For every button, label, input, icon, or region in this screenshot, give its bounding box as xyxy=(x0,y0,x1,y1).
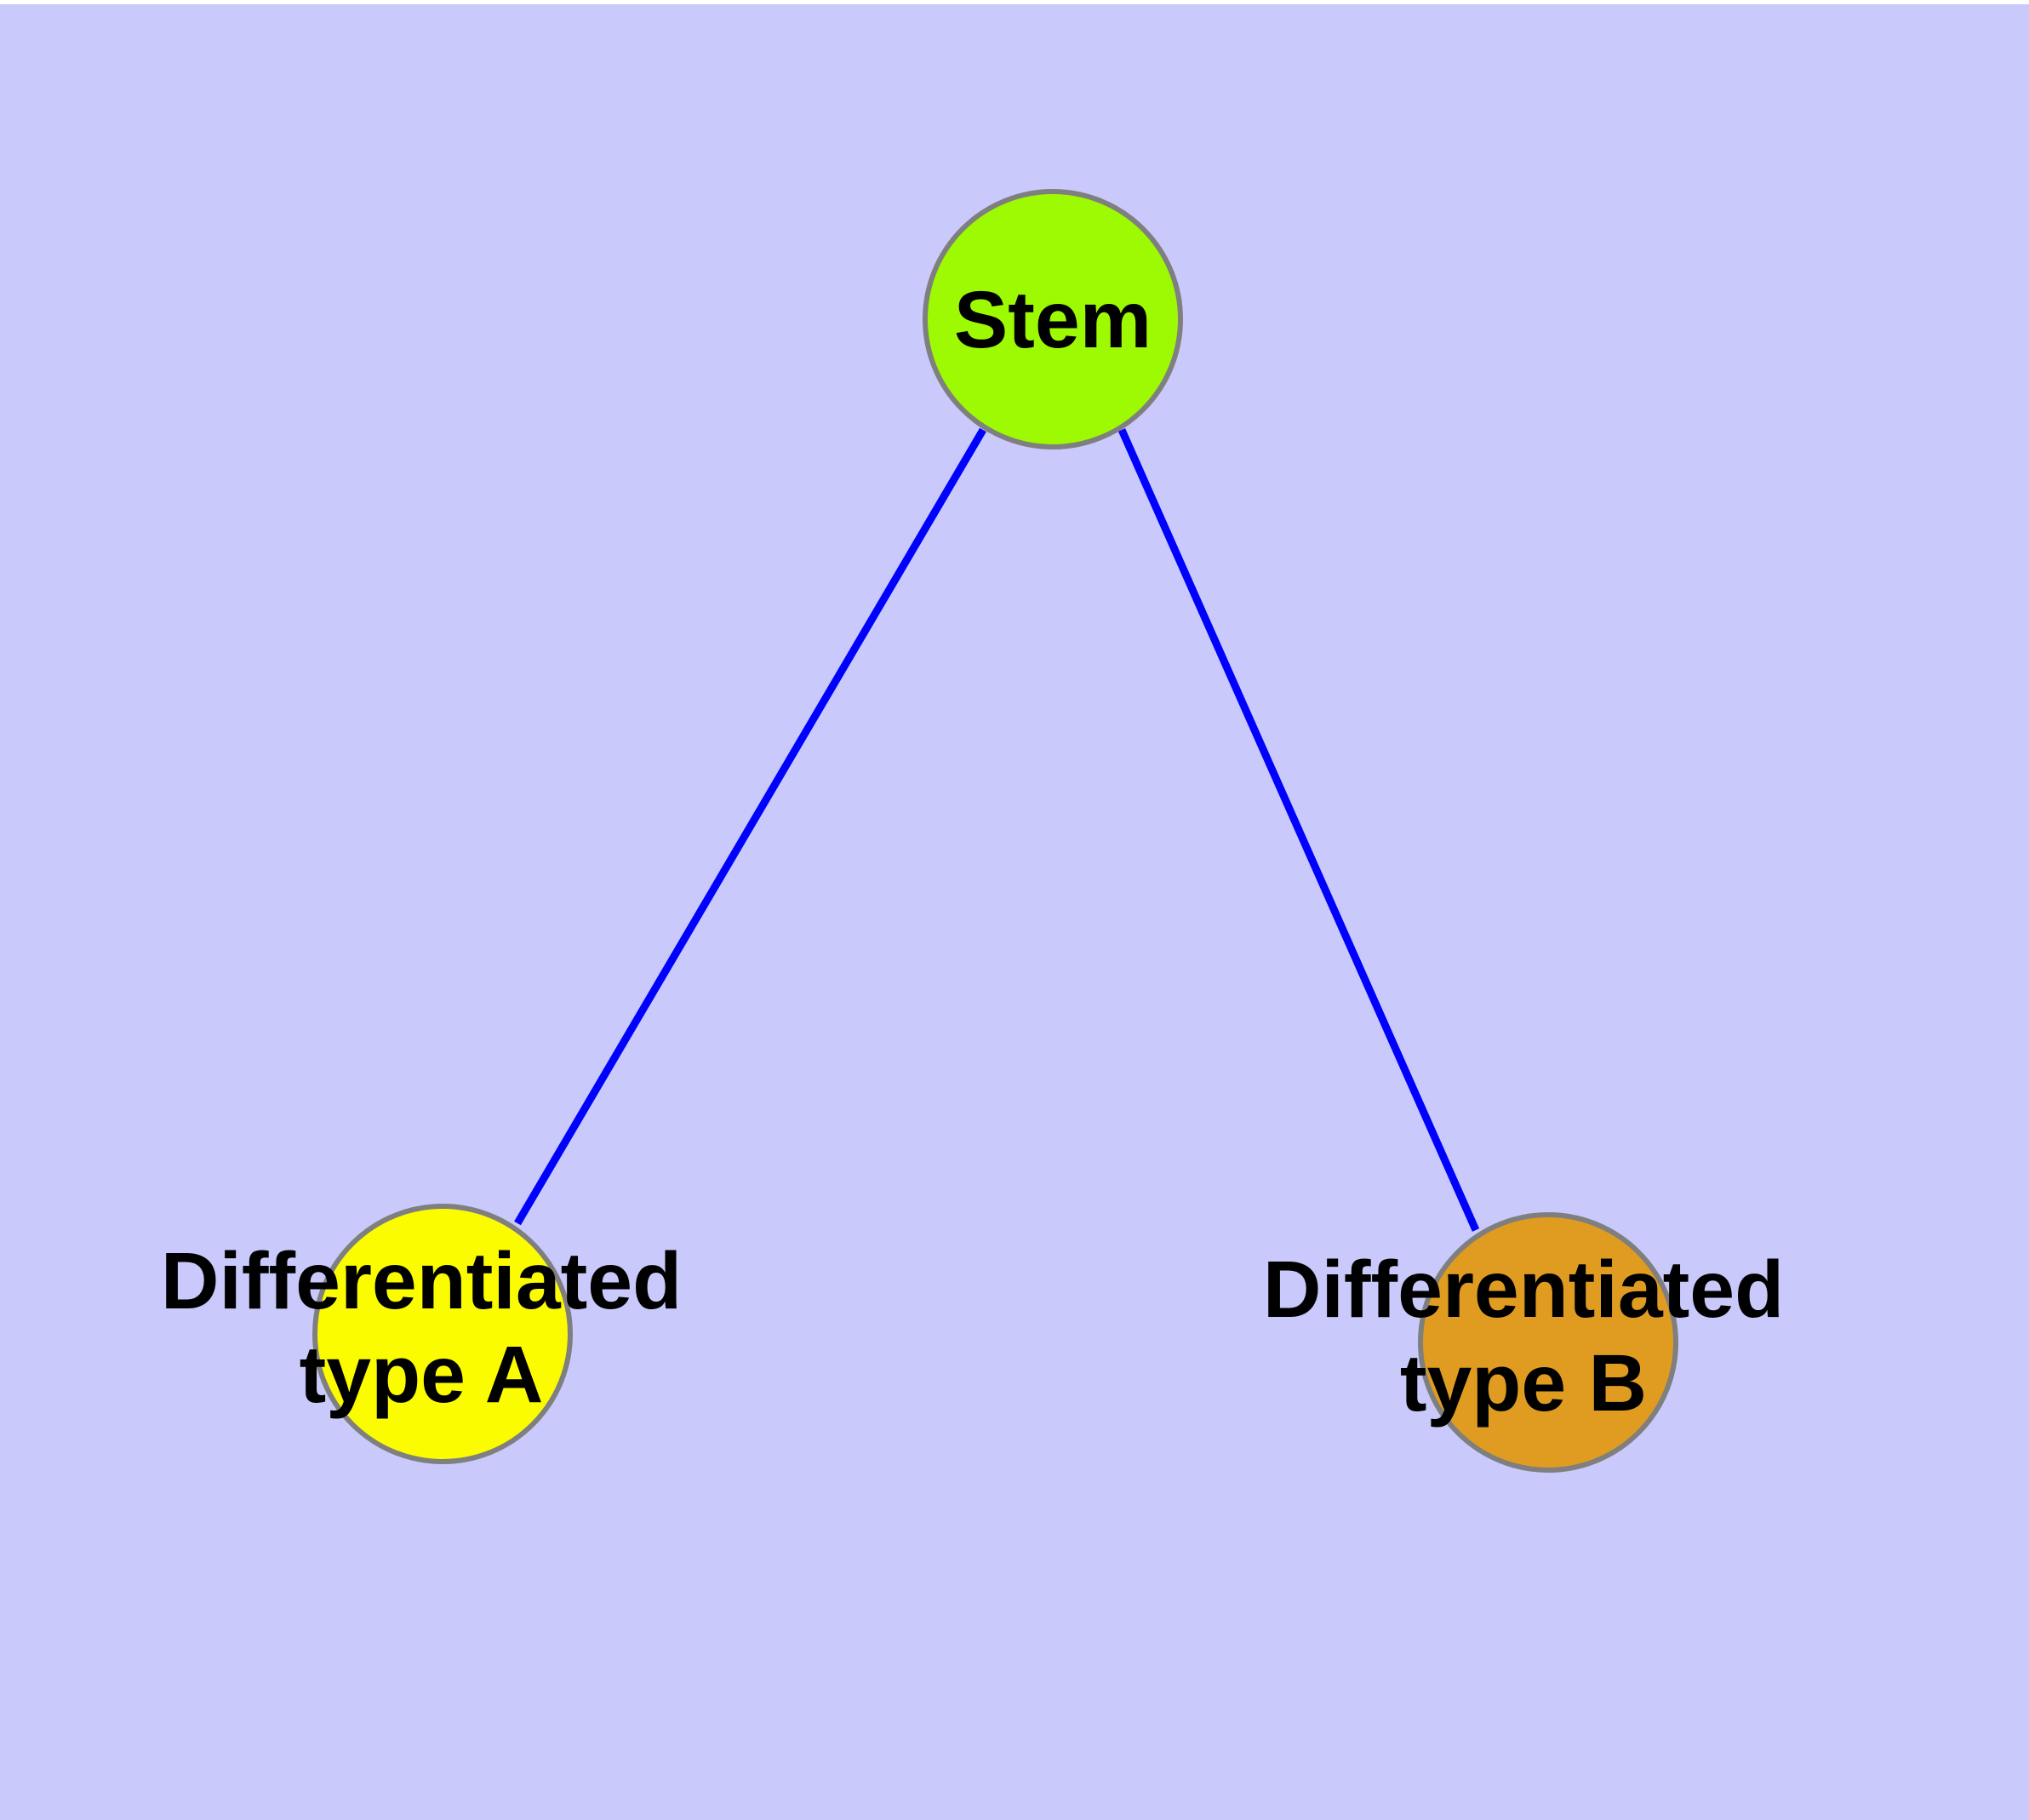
node-stem-label: Stem xyxy=(954,275,1152,365)
node-differentiated-type-a-circle[interactable] xyxy=(312,1204,573,1464)
edge-stem-to-differentiated-type-a[interactable] xyxy=(514,427,986,1226)
edge-group xyxy=(514,427,1480,1232)
node-differentiated-type-b-circle[interactable] xyxy=(1418,1212,1678,1473)
node-stem[interactable]: Stem xyxy=(923,189,1183,449)
edge-stem-to-differentiated-type-b[interactable] xyxy=(1117,428,1480,1232)
node-stem-circle[interactable] xyxy=(923,189,1183,449)
